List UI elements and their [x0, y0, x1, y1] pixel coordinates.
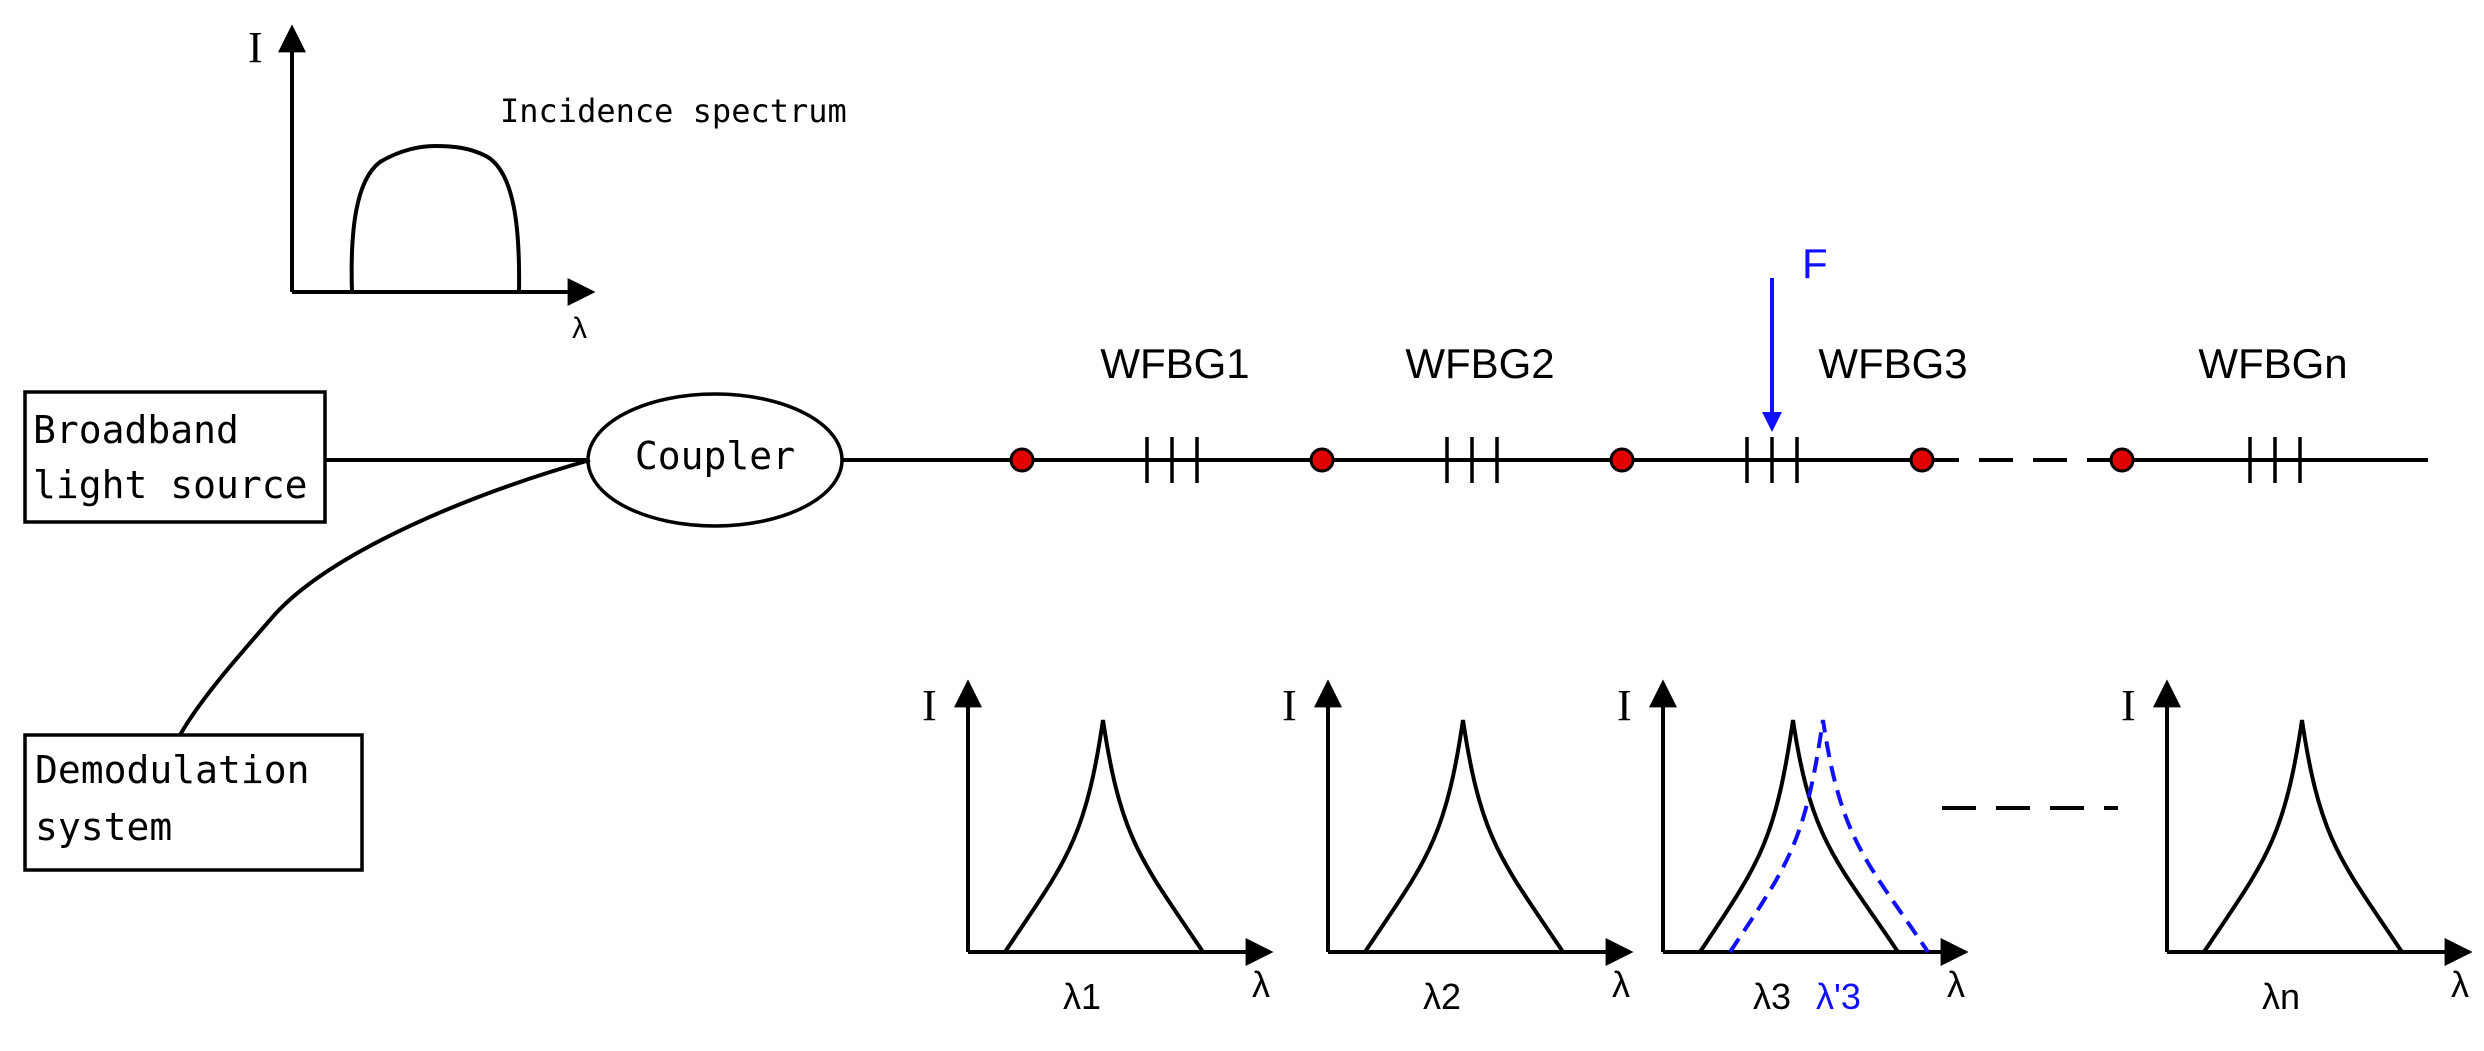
spectrum-peak-curve: [1698, 719, 1900, 954]
spectrum-x-label: λ: [2451, 964, 2469, 1005]
spectrum-x-label: λ: [1252, 964, 1270, 1005]
grating-label-n: WFBGn: [2198, 340, 2347, 387]
grating-label-3: WFBG3: [1818, 340, 1967, 387]
demodulation-block: Demodulation system: [23, 733, 364, 872]
demodulation-system-box: [23, 733, 364, 872]
grating-ticks-3: [1745, 437, 1799, 483]
demodulation-line2: system: [35, 805, 172, 849]
coupler: Coupler: [586, 392, 844, 528]
fiber-node-5: [2109, 447, 2135, 473]
grating-label-1: WFBG1: [1100, 340, 1249, 387]
spectrum-peak-curve: [2202, 719, 2404, 954]
grating-label-2: WFBG2: [1405, 340, 1554, 387]
spectrum-y-label: I: [922, 681, 937, 730]
spectrum-peak-label: λn: [2262, 976, 2300, 1017]
light-source-line2: light source: [33, 463, 308, 507]
fiber-node-3: [1609, 447, 1635, 473]
spectrum-peak-label: λ1: [1063, 976, 1101, 1017]
spectrum-panel-3: Iλ λ3 λ'3: [1617, 679, 1969, 1017]
incidence-y-label: I: [248, 23, 263, 72]
reflection-spectra: Iλ λ1 Iλ λ2 Iλ λ3 λ'3 Iλ λn: [922, 679, 2473, 1017]
spectrum-y-label: I: [1617, 681, 1632, 730]
coupler-label: Coupler: [635, 434, 795, 478]
spectrum-panel-4: Iλ λn: [2121, 679, 2473, 1017]
spectrum-x-label: λ: [1947, 964, 1965, 1005]
light-source-line1: Broadband: [33, 408, 239, 452]
incidence-x-label: λ: [572, 312, 587, 345]
spectrum-shifted-label: λ'3: [1816, 976, 1861, 1017]
spectrum-peak-label: λ2: [1423, 976, 1461, 1017]
incidence-curve: [349, 143, 522, 293]
grating-ticks-n: [2248, 437, 2302, 483]
sensing-fiber: WFBG1 WFBG2 WFBG3 WFBGn F: [842, 240, 2428, 483]
spectrum-peak-curve: [1003, 719, 1205, 954]
spectrum-peak-label: λ3: [1753, 976, 1791, 1017]
spectrum-panel-1: Iλ λ1: [922, 679, 1274, 1017]
spectrum-y-label: I: [1282, 681, 1297, 730]
spectrum-peak-curve: [1363, 719, 1565, 954]
coupler-to-demod-fiber: [178, 458, 591, 736]
grating-ticks-2: [1445, 437, 1499, 483]
fiber-node-4: [1909, 447, 1935, 473]
incidence-caption: Incidence spectrum: [500, 92, 847, 130]
spectrum-y-label: I: [2121, 681, 2136, 730]
fiber-node-2: [1309, 447, 1335, 473]
source-block: Broadband light source: [23, 390, 327, 524]
spectrum-shifted-curve: [1728, 719, 1930, 954]
spectrum-x-label: λ: [1612, 964, 1630, 1005]
force-label: F: [1802, 240, 1828, 287]
grating-ticks-1: [1145, 437, 1199, 483]
spectrum-panel-2: Iλ λ2: [1282, 679, 1634, 1017]
demodulation-line1: Demodulation: [35, 748, 310, 792]
fiber-node-1: [1009, 447, 1035, 473]
incidence-spectrum: I λ Incidence spectrum: [248, 23, 847, 345]
broadband-light-source-box: [23, 390, 327, 524]
